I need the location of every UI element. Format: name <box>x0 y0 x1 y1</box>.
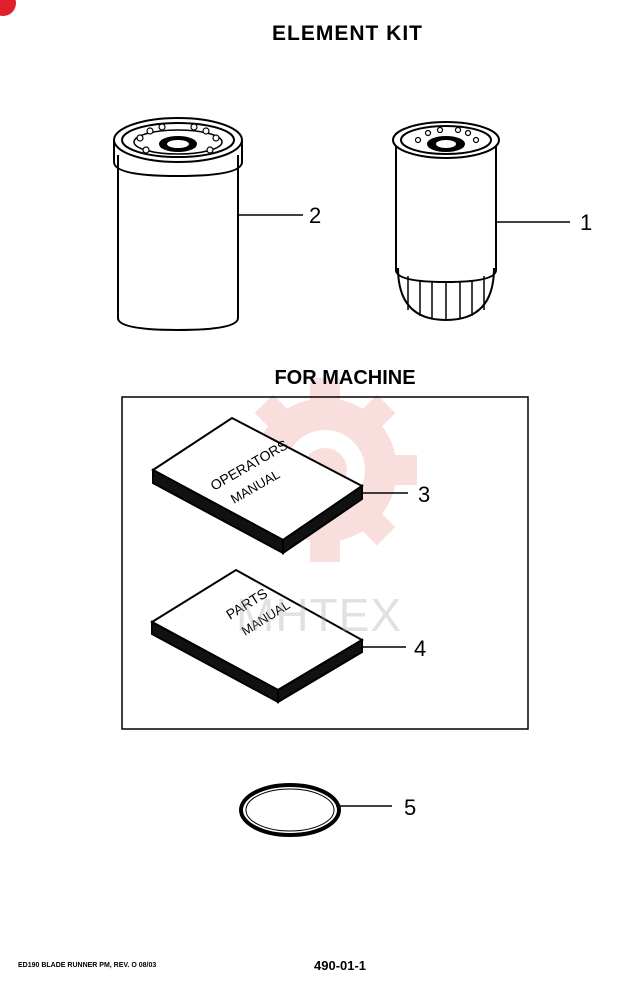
callout-1: 1 <box>580 210 593 235</box>
page-title: ELEMENT KIT <box>272 22 423 45</box>
footer-document-id: ED190 BLADE RUNNER PM, REV. O 08/03 <box>18 962 157 969</box>
operators-manual-book: OPERATORS MANUAL <box>151 416 364 555</box>
o-ring-seal <box>239 783 341 837</box>
parts-manual-book: PARTS MANUAL <box>150 568 365 704</box>
callout-3: 3 <box>418 482 431 507</box>
callout-2: 2 <box>309 203 322 228</box>
filter-element-2 <box>113 117 243 332</box>
filter-element-1 <box>392 121 500 322</box>
callout-4: 4 <box>414 636 427 661</box>
callout-5: 5 <box>404 795 417 820</box>
footer-page-number: 490-01-1 <box>314 958 367 973</box>
manuals-frame <box>121 396 529 730</box>
section-title: FOR MACHINE <box>274 367 416 389</box>
corner-logo-mark <box>0 0 16 16</box>
watermark-text: MHTEX <box>236 589 402 641</box>
